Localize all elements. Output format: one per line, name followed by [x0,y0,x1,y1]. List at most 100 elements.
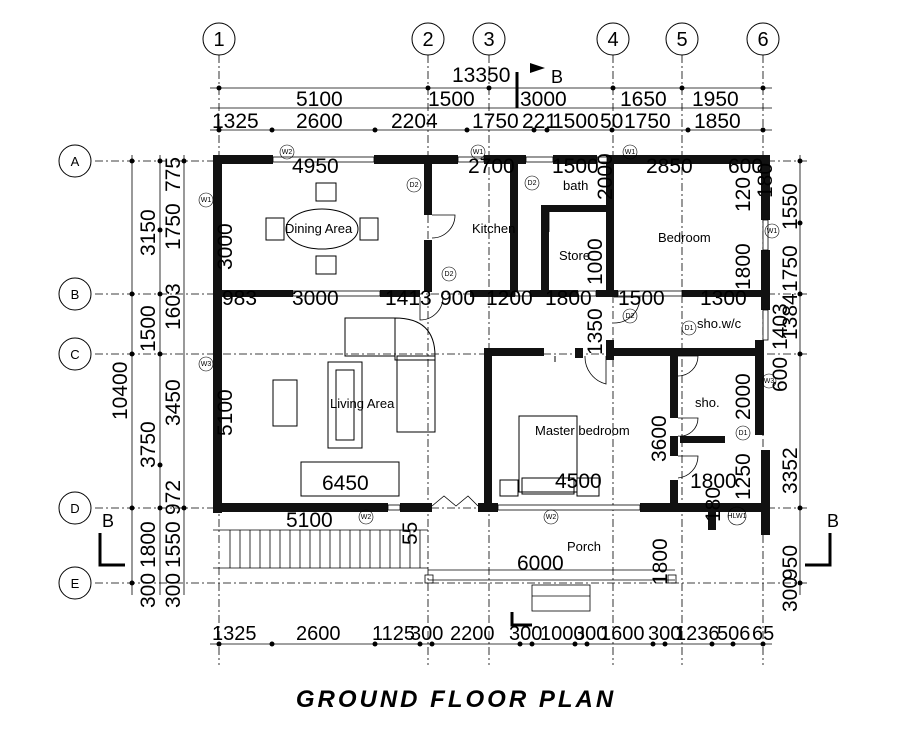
dim-top2: 1750 [472,110,519,133]
room-label-bedroom: Bedroom [658,230,711,245]
grid-col-label: 6 [757,29,768,51]
grid-col-label: 1 [213,29,224,51]
dim-left2: 1603 [162,283,185,330]
opening-tag: D1 [739,430,748,437]
dim-left1: 1800 [137,521,160,568]
dim-right: 1403 [769,303,792,350]
dim-bottom: 2600 [296,623,341,645]
dim-right: 1550 [779,183,802,230]
dim-bottom: 1325 [212,623,257,645]
dim-internal: 4500 [555,470,602,493]
opening-tag: W2 [361,514,372,521]
furniture [265,182,600,497]
dim-left1: 3150 [137,209,160,256]
grid-col-label: 3 [483,29,494,51]
dim-top2: 1500 [552,110,599,133]
dim-left2: 3450 [162,379,185,426]
grid-row-label: B [71,287,80,302]
room-label-master: Master bedroom [535,423,630,438]
dim-top2: 1850 [694,110,741,133]
dim-internal: 3600 [648,415,671,462]
dim-internal: 1300 [700,287,747,310]
tag-circles [198,144,780,526]
dim-top1: 1500 [428,88,475,111]
doors [419,212,699,507]
dim-right: 600 [769,357,792,392]
dim-internal: 1800 [690,470,737,493]
dim-bottom: 300 [509,623,542,645]
dim-internal: 180 [702,487,725,522]
dim-top2: 1325 [212,110,259,133]
dim-internal: 1350 [584,308,607,355]
section-mark: B [827,511,839,531]
opening-tag: D2 [626,313,635,320]
dimension-lines [131,87,801,645]
opening-tag: HLW1 [728,513,747,520]
dim-internal: 3000 [214,223,237,270]
dim-internal: 5100 [214,389,237,436]
opening-tag: D1 [685,325,694,332]
opening-tag: D2 [528,180,537,187]
dim-internal: 6000 [517,552,564,575]
room-label-dining: Dining Area [285,221,353,236]
dim-bottom: 2200 [450,623,495,645]
dim-top2: 2204 [391,110,438,133]
dim-internal: 6450 [322,472,369,495]
section-lines [98,72,832,627]
dim-top2: 221 [522,110,557,133]
dim-internal: 1500 [552,155,599,178]
room-label-porch: Porch [567,539,601,554]
overall-width-dim: 13350 [452,64,510,87]
windows [272,156,769,511]
opening-tag: D2 [410,182,419,189]
dim-left1: 3750 [137,421,160,468]
dim-left-total: 10400 [109,362,132,420]
room-label-kitchen: Kitchen [472,221,515,236]
dim-top1: 1950 [692,88,739,111]
dim-internal: 1800 [732,243,755,290]
dim-bottom: 1000 [540,623,585,645]
grid-row-label: A [71,154,80,169]
dimension-ticks [129,85,803,647]
dim-internal: 3000 [292,287,339,310]
dim-internal: 1800 [649,538,672,585]
dim-right: 950 [779,545,802,580]
dim-bottom: 506 [717,623,750,645]
dim-left2: 972 [162,480,185,515]
room-label-bath: bath [563,178,588,193]
walls [213,155,770,535]
grid-row-label: D [70,501,79,516]
grid-row-label: C [70,347,79,362]
dim-right: 1750 [779,245,802,292]
dim-right: 300 [779,577,802,612]
dim-top2: 2600 [296,110,343,133]
grid-col-label: 2 [422,29,433,51]
opening-tag: W1 [767,228,778,235]
grid-lines [95,55,810,665]
grid-bubbles [58,22,780,600]
dim-internal: 983 [222,287,257,310]
dim-top1: 3000 [520,88,567,111]
dim-internal: 2700 [468,155,515,178]
room-label-living: Living Area [330,396,395,411]
dim-internal: 5100 [286,509,333,532]
dim-internal: 1500 [618,287,665,310]
opening-tag: W2 [546,514,557,521]
opening-tag: W2 [282,149,293,156]
room-label-store: Store [559,248,590,263]
grid-col-label: 5 [676,29,687,51]
opening-tag: W1 [201,197,212,204]
dim-top2: 1750 [624,110,671,133]
section-mark: B [102,511,114,531]
section-arrow [530,63,545,73]
dim-bottom: 300 [574,623,607,645]
drawing-title: GROUND FLOOR PLAN [295,686,617,713]
dim-top1: 5100 [296,88,343,111]
dim-bottom: 1600 [600,623,645,645]
grid-row-label: E [71,576,80,591]
dim-bottom: 65 [752,623,774,645]
dim-left2: 775 [162,157,185,192]
dim-internal: 180 [754,163,777,198]
dim-internal: 2850 [646,155,693,178]
